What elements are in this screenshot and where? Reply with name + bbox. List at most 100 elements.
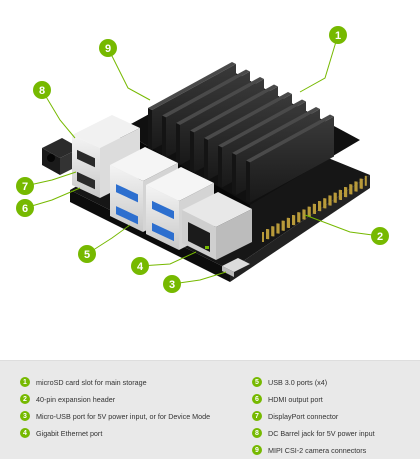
header-pin — [319, 201, 322, 212]
header-pin — [350, 184, 353, 195]
heatsink-fin-edge — [232, 153, 236, 195]
legend-badge: 8 — [252, 428, 262, 438]
header-pin — [281, 220, 284, 231]
callout-number: 8 — [39, 85, 45, 97]
header-pin — [286, 217, 289, 228]
header-pin — [293, 215, 296, 226]
heatsink-fin-edge — [148, 108, 152, 150]
callout-number: 9 — [105, 43, 111, 55]
callout-number: 1 — [335, 30, 341, 42]
header-pin — [349, 184, 352, 195]
legend-badge: 1 — [20, 377, 30, 387]
legend-item: 3 Micro-USB port for 5V power input, or f… — [20, 409, 210, 423]
header-pin — [328, 195, 331, 206]
header-pin — [354, 181, 357, 192]
callout-circle — [16, 177, 34, 195]
header-pin — [298, 212, 301, 223]
header-pin — [303, 209, 306, 220]
header-pin — [329, 195, 332, 206]
legend-item: 6 HDMI output port — [252, 392, 323, 406]
heatsink-fin — [218, 99, 306, 148]
header-pin — [271, 226, 274, 237]
header-pin — [355, 181, 358, 192]
header-pin — [302, 209, 305, 220]
legend-label: 40-pin expansion header — [36, 394, 116, 404]
callout-number: 3 — [169, 279, 175, 291]
legend-item: 1 microSD card slot for main storage — [20, 375, 147, 389]
callout-circle — [16, 199, 34, 217]
header-pin — [266, 229, 268, 239]
heatsink-fin — [148, 62, 236, 110]
legend-label: Gigabit Ethernet port — [36, 428, 103, 438]
legend-label: HDMI output port — [268, 394, 323, 404]
heatsink-fin-edge — [204, 138, 208, 180]
header-pin — [344, 187, 346, 197]
header-pin — [314, 204, 316, 214]
header-pin — [323, 198, 326, 209]
heatsink-fin — [232, 107, 320, 155]
legend-label: DisplayPort connector — [268, 411, 339, 421]
header-pin — [340, 190, 342, 200]
callout-leaders — [24, 34, 381, 285]
callout-1: 1 — [329, 26, 347, 44]
gpio-header — [262, 175, 367, 242]
legend-label: Micro-USB port for 5V power input, or fo… — [36, 411, 211, 421]
callout-circle — [329, 26, 347, 44]
header-pin — [277, 223, 280, 234]
heatsink-fin-edge — [246, 160, 250, 203]
heatsink-fin — [190, 84, 278, 133]
callout-circle — [131, 257, 149, 275]
callout-circle — [33, 81, 51, 99]
heatsink-fin — [204, 92, 292, 140]
callout-6: 6 — [16, 199, 34, 217]
usb3-ports — [110, 147, 214, 250]
legend-item: 2 40-pin expansion header — [20, 392, 115, 406]
header-pin — [360, 178, 363, 189]
header-pin — [333, 192, 336, 203]
callout-9: 9 — [99, 39, 117, 57]
header-pin — [262, 232, 264, 242]
legend-badge: 6 — [252, 394, 262, 404]
ethernet-port — [182, 192, 252, 260]
header-pin — [345, 187, 348, 198]
header-pin — [288, 218, 290, 228]
header-pin — [312, 203, 315, 214]
header-pin — [324, 198, 327, 209]
legend-label: microSD card slot for main storage — [36, 377, 147, 387]
legend-item: 8 DC Barrel jack for 5V power input — [252, 426, 375, 440]
header-pin — [267, 229, 270, 240]
heatsink — [148, 62, 334, 203]
header-pin — [318, 201, 320, 211]
heatsink-fin — [162, 69, 250, 118]
heatsink-fin-side — [250, 116, 334, 203]
legend-label: DC Barrel jack for 5V power input — [268, 428, 375, 438]
callout-circle — [163, 275, 181, 293]
callout-2: 2 — [371, 227, 389, 245]
heatsink-fin-edge — [176, 123, 180, 165]
heatsink-fin — [246, 114, 334, 163]
callout-number: 7 — [22, 181, 28, 193]
callout-8: 8 — [33, 81, 51, 99]
header-pin — [307, 206, 310, 217]
callout-number: 6 — [22, 203, 28, 215]
header-pin — [308, 206, 311, 217]
callout-number: 2 — [377, 231, 383, 243]
callout-3: 3 — [163, 275, 181, 293]
header-pin — [276, 223, 279, 234]
callout-number: 4 — [137, 261, 144, 273]
callout-4: 4 — [131, 257, 149, 275]
header-pin — [364, 175, 367, 186]
legend-item: 7 DisplayPort connector — [252, 409, 338, 423]
callout-7: 7 — [16, 177, 34, 195]
header-pin — [334, 192, 337, 203]
legend-badge: 5 — [252, 377, 262, 387]
heatsink-fin-edge — [162, 115, 166, 158]
legend-badge: 7 — [252, 411, 262, 421]
callout-circle — [371, 227, 389, 245]
legend-badge: 2 — [20, 394, 30, 404]
micro-usb-port — [222, 258, 250, 277]
legend-badge: 3 — [20, 411, 30, 421]
header-pin — [297, 212, 300, 223]
